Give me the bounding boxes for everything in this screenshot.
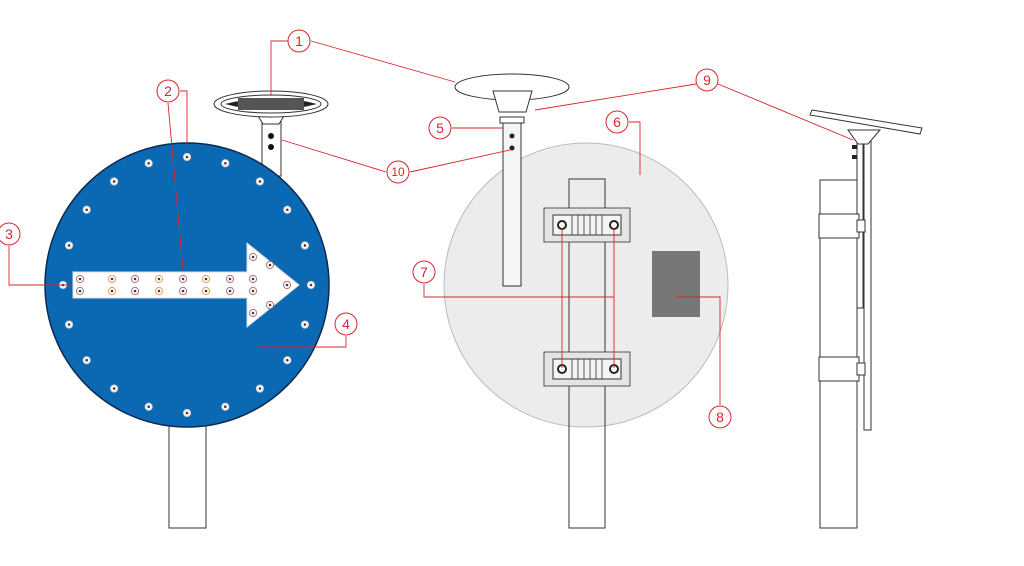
screw	[268, 133, 274, 139]
callout-label: 7	[420, 264, 428, 280]
callout-label: 8	[716, 409, 724, 425]
callout-7: 7	[412, 260, 436, 284]
pole-collar	[499, 116, 525, 124]
solar-cells	[238, 98, 304, 110]
callout-label: 9	[703, 72, 711, 88]
bolt	[557, 220, 567, 230]
callout-label: 3	[5, 226, 13, 242]
back-view	[443, 73, 729, 529]
callout-label: 10	[391, 165, 405, 179]
callout-label: 1	[295, 33, 303, 49]
side-panel	[863, 139, 872, 431]
side-clamp-bottom	[818, 356, 860, 382]
callout-10: 10	[386, 160, 410, 184]
side-solar-panel	[809, 109, 923, 135]
side-clamp-top	[818, 213, 860, 239]
rim-leds	[58, 152, 316, 418]
callout-label: 2	[164, 83, 172, 99]
callout-8: 8	[708, 405, 732, 429]
side-view	[809, 109, 923, 529]
front-view	[44, 90, 330, 529]
lamp-cone	[492, 90, 533, 113]
callout-5: 5	[428, 116, 452, 140]
bolt	[609, 220, 619, 230]
battery-box	[652, 251, 700, 317]
leader-lines	[8, 40, 854, 405]
mounting-brackets	[543, 207, 631, 387]
callout-6: 6	[605, 110, 629, 134]
callout-4: 4	[334, 312, 358, 336]
screw	[268, 144, 274, 150]
callout-2: 2	[156, 79, 180, 103]
callout-1: 1	[287, 29, 311, 53]
callout-label: 4	[342, 316, 350, 332]
arrow-leds	[75, 252, 292, 318]
front-post	[168, 419, 207, 529]
callout-label: 6	[613, 114, 621, 130]
callout-3: 3	[0, 222, 21, 246]
callout-label: 5	[436, 120, 444, 136]
callout-9: 9	[695, 68, 719, 92]
